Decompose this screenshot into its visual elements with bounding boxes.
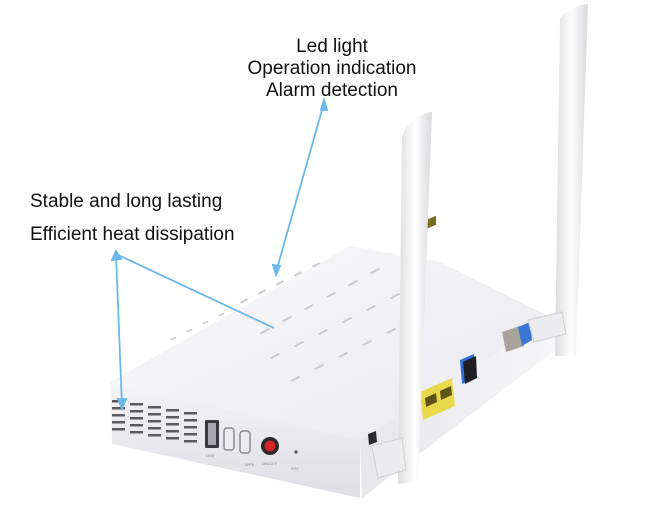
callout-heat-features: Stable and long lasting Efficient heat d… xyxy=(30,190,235,256)
callout-led-features: Led light Operation indication Alarm det… xyxy=(230,36,434,102)
svg-text:RST: RST xyxy=(291,466,300,471)
fiber-port xyxy=(460,354,477,384)
wps-button xyxy=(223,427,251,454)
power-button xyxy=(261,437,279,455)
top-vent-pattern xyxy=(170,262,420,383)
antenna-rear xyxy=(527,4,588,356)
callout-alarm-detection: Alarm detection xyxy=(265,80,398,101)
coax-connector xyxy=(502,322,532,352)
dc-jack xyxy=(368,431,377,445)
callout-operation-indication: Operation indication xyxy=(247,58,417,79)
callout-heat-dissipation: Efficient heat dissipation xyxy=(30,224,235,245)
usb-port xyxy=(205,420,219,448)
svg-text:WPS: WPS xyxy=(245,462,254,467)
svg-text:USB: USB xyxy=(206,453,215,458)
lan-ports xyxy=(420,215,455,420)
svg-text:ON/OFF: ON/OFF xyxy=(262,461,278,466)
callout-lines xyxy=(110,96,329,412)
router-top-surface xyxy=(110,246,552,440)
reset-hole xyxy=(294,450,298,454)
front-port-labels: USB WPS ON/OFF RST xyxy=(206,453,300,471)
antenna-front xyxy=(371,112,432,484)
callout-led-light: Led light xyxy=(296,36,368,57)
callout-stable-long-lasting: Stable and long lasting xyxy=(30,191,223,212)
